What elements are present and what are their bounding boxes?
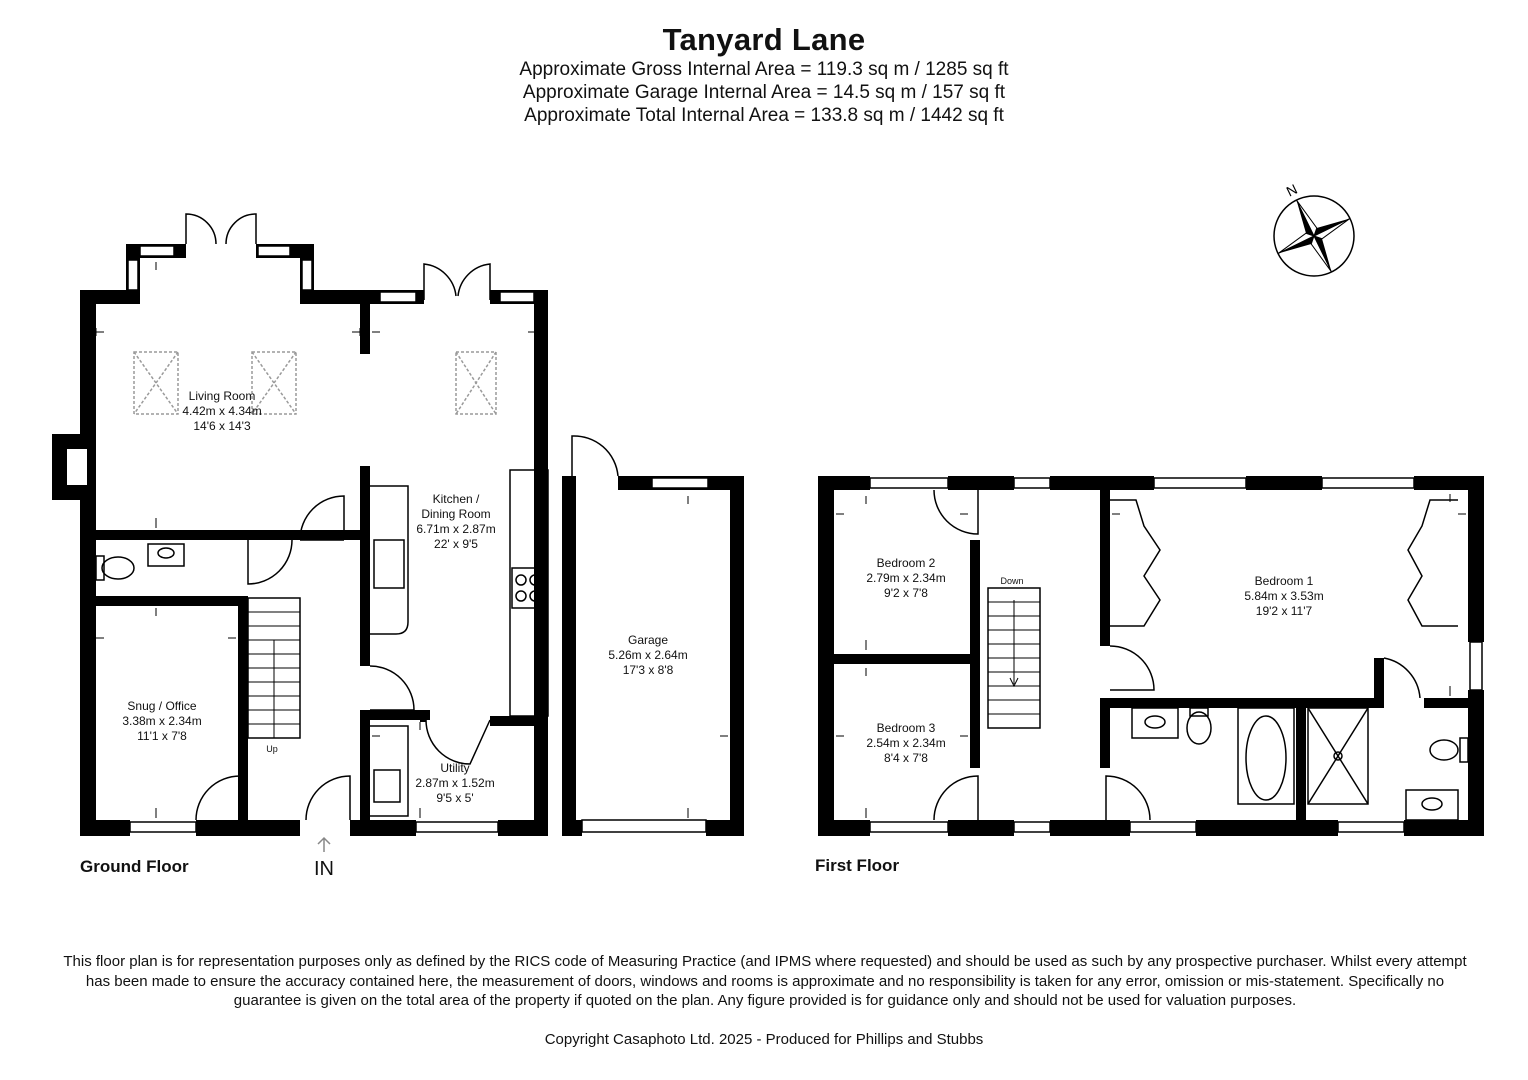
bedroom1-metric: 5.84m x 3.53m: [1244, 589, 1323, 603]
compass-icon: N: [1273, 181, 1355, 277]
kitchen-name-line2: Dining Room: [421, 507, 490, 521]
stairs-down-label: Down: [1000, 576, 1023, 586]
ground-floor-label: Ground Floor: [80, 857, 189, 876]
ground-dimension-markers: [95, 262, 728, 818]
ground-floor-fixtures: [95, 213, 709, 852]
first-floor-label: First Floor: [815, 856, 900, 875]
page-title: Tanyard Lane: [662, 22, 866, 57]
garage-area-text: Approximate Garage Internal Area = 14.5 …: [522, 82, 1006, 103]
kitchen-imperial: 22' x 9'5: [434, 537, 478, 551]
disclaimer-text: This floor plan is for representation pu…: [63, 953, 1467, 1009]
first-floor-fixtures: [869, 477, 1483, 833]
ground-room-labels: Living Room 4.42m x 4.34m 14'6 x 14'3 Ki…: [122, 389, 687, 805]
bedroom2-name: Bedroom 2: [877, 556, 936, 570]
copyright-text: Copyright Casaphoto Ltd. 2025 - Produced…: [544, 1031, 984, 1048]
bedroom1-name: Bedroom 1: [1255, 574, 1314, 588]
living-room-imperial: 14'6 x 14'3: [193, 419, 251, 433]
snug-name: Snug / Office: [127, 699, 196, 713]
first-room-labels: Bedroom 2 2.79m x 2.34m 9'2 x 7'8 Bedroo…: [866, 556, 1323, 765]
garage-imperial: 17'3 x 8'8: [623, 663, 674, 677]
total-area-text: Approximate Total Internal Area = 133.8 …: [524, 105, 1004, 126]
utility-metric: 2.87m x 1.52m: [415, 776, 494, 790]
garage-metric: 5.26m x 2.64m: [608, 648, 687, 662]
header: Tanyard Lane Approximate Gross Internal …: [0, 22, 1528, 127]
living-room-metric: 4.42m x 4.34m: [182, 404, 261, 418]
living-room-name: Living Room: [189, 389, 256, 403]
snug-metric: 3.38m x 2.34m: [122, 714, 201, 728]
bedroom2-imperial: 9'2 x 7'8: [884, 586, 928, 600]
bedroom3-metric: 2.54m x 2.34m: [866, 736, 945, 750]
bedroom2-metric: 2.79m x 2.34m: [866, 571, 945, 585]
kitchen-metric: 6.71m x 2.87m: [416, 522, 495, 536]
first-floor-plan: [818, 476, 1484, 836]
snug-imperial: 11'1 x 7'8: [137, 729, 187, 743]
utility-imperial: 9'5 x 5': [436, 791, 473, 805]
bedroom3-imperial: 8'4 x 7'8: [884, 751, 928, 765]
bedroom3-name: Bedroom 3: [877, 721, 936, 735]
kitchen-name: Kitchen /: [433, 492, 480, 506]
entrance-label: IN: [314, 858, 334, 880]
gross-area-text: Approximate Gross Internal Area = 119.3 …: [519, 59, 1009, 80]
utility-name: Utility: [440, 761, 469, 775]
first-dimension-markers: [836, 494, 1466, 818]
stairs-up-label: Up: [266, 744, 278, 754]
garage-name: Garage: [628, 633, 668, 647]
compass-north-label: N: [1284, 181, 1300, 200]
bedroom1-imperial: 19'2 x 11'7: [1256, 604, 1313, 618]
